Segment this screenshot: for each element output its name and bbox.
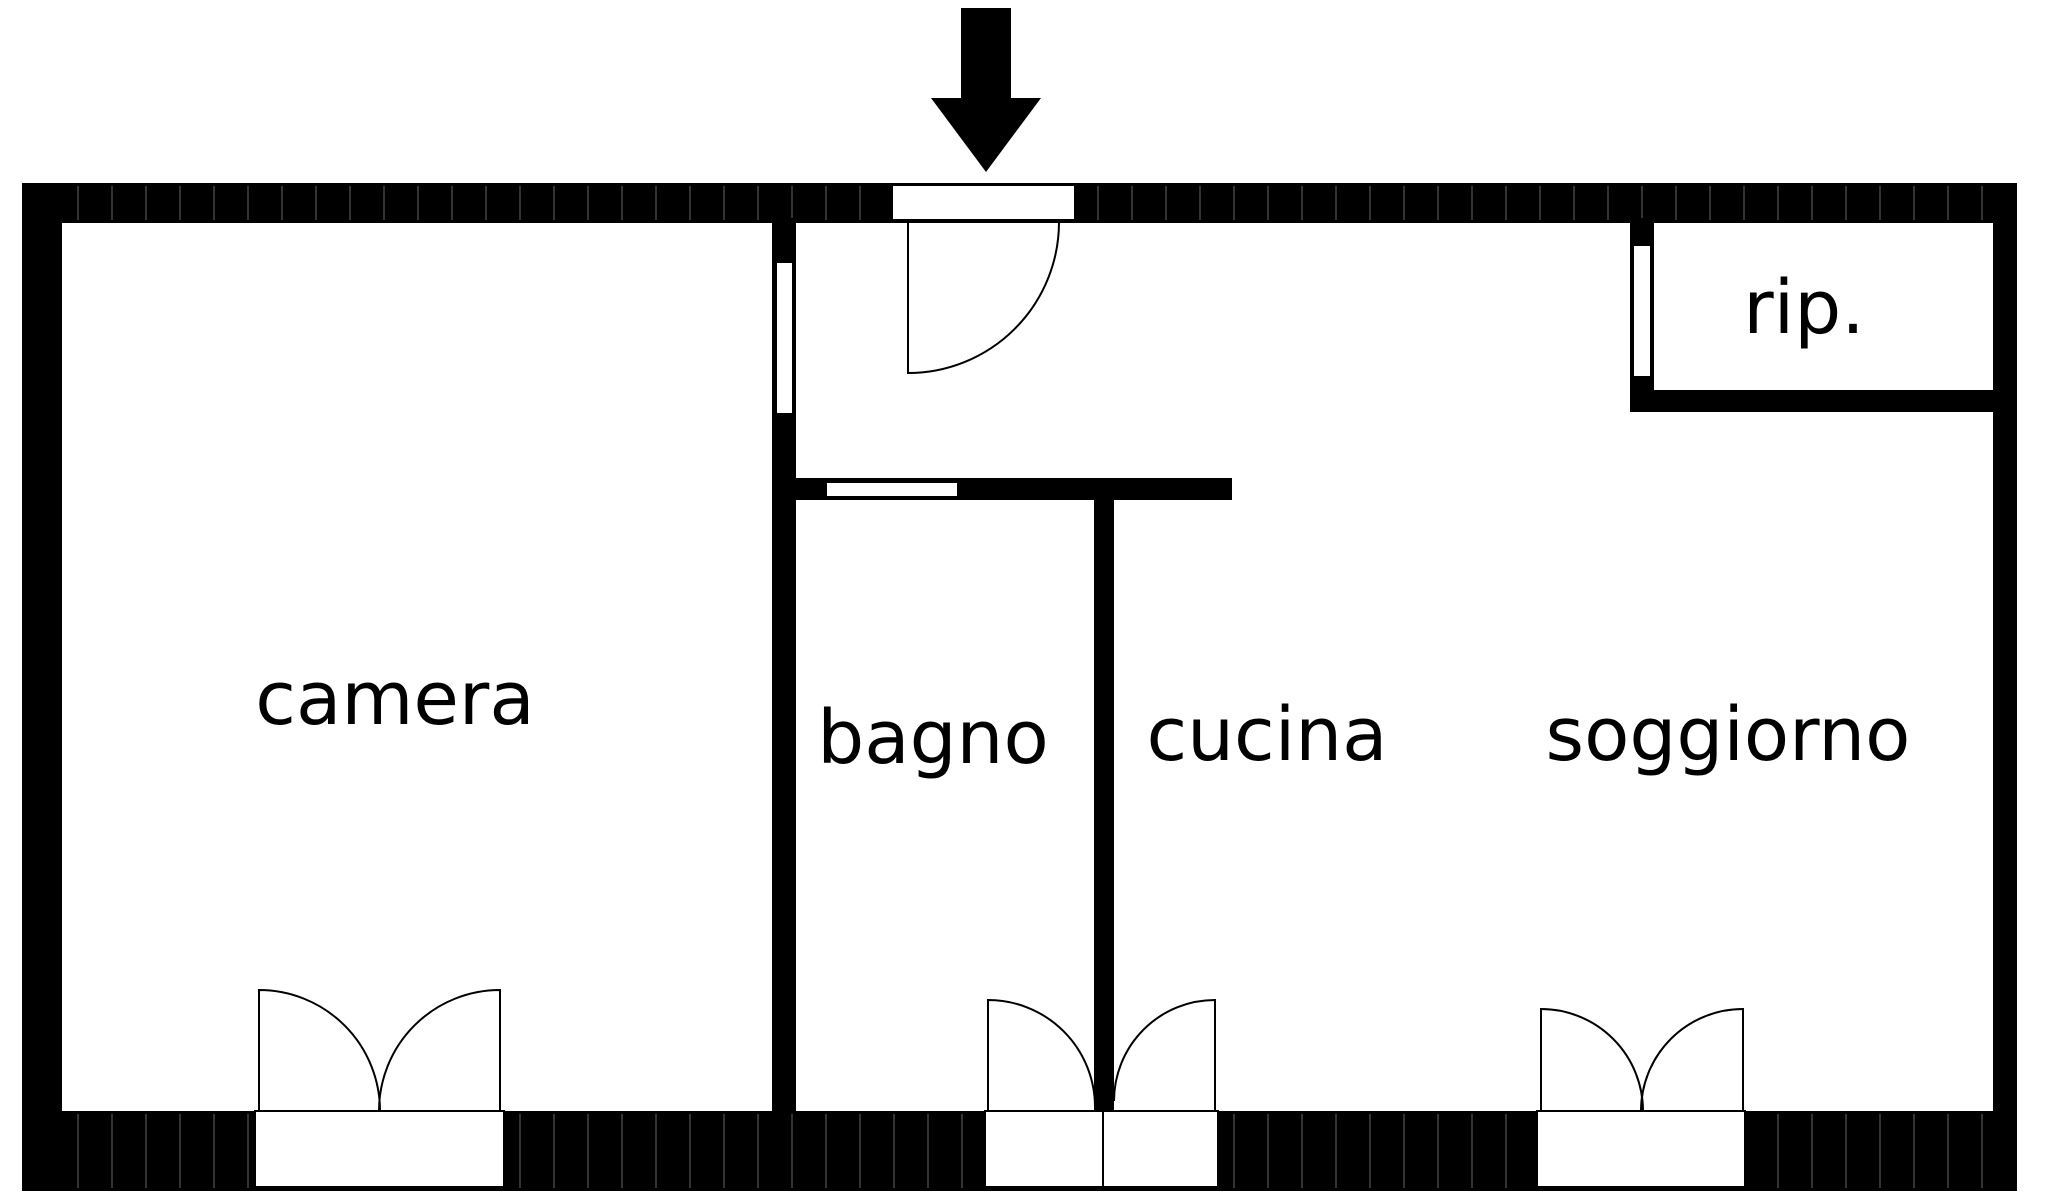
bagno-door-opening (825, 481, 959, 498)
camera-window-opening (254, 1110, 505, 1188)
room-label-ripostiglio: rip. (1743, 265, 1864, 351)
rip-door-opening (1632, 244, 1652, 378)
soggiorno-window-right-swing (1640, 1007, 1744, 1112)
wall-rip-horizontal (1630, 390, 1995, 412)
room-label-cucina: cucina (1146, 692, 1387, 778)
bagno-window-swing (987, 998, 1096, 1111)
arrow-down-icon (931, 8, 1041, 172)
entrance-door-swing (907, 221, 1060, 375)
cucina-window-opening (1102, 1110, 1219, 1188)
room-labels: camera bagno cucina soggiorno rip. (255, 265, 1910, 781)
entrance-door-opening (891, 184, 1076, 221)
openings (254, 184, 1746, 1188)
soggiorno-window-opening (1536, 1110, 1746, 1188)
camera-internal-door-opening (775, 261, 794, 415)
soggiorno-window-left-swing (1540, 1007, 1644, 1112)
room-label-soggiorno: soggiorno (1546, 692, 1911, 778)
wall-bagno-cucina (1094, 496, 1114, 1113)
wall-left (22, 183, 62, 1191)
entrance-arrow (931, 8, 1041, 172)
wall-right (1993, 183, 2017, 1191)
bagno-window-opening (984, 1110, 1104, 1188)
camera-window-left-swing (258, 988, 381, 1112)
wall-seams (77, 186, 1983, 1188)
camera-window-right-swing (378, 988, 501, 1112)
room-label-camera: camera (255, 656, 534, 742)
room-label-bagno: bagno (817, 695, 1048, 781)
interior-walls (772, 218, 1995, 1113)
door-swings (258, 221, 1744, 1112)
cucina-window-swing (1113, 998, 1216, 1111)
